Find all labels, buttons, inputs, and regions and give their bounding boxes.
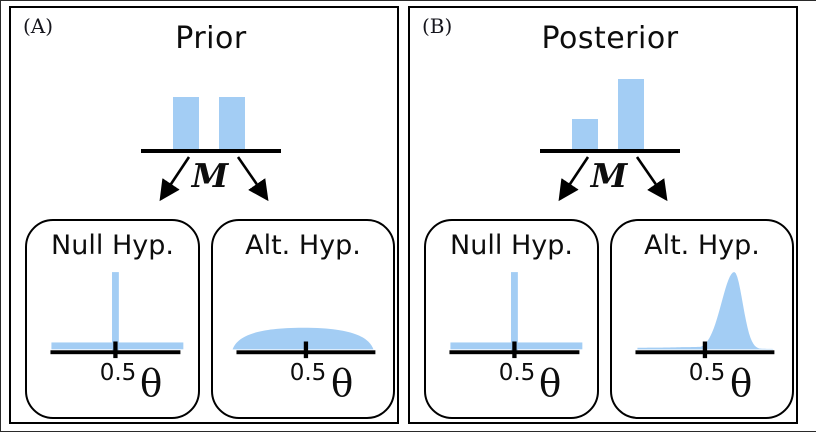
theta-axis-label: θ (730, 362, 753, 405)
x-axis-tick (113, 341, 118, 359)
null-hypothesis-box: Null Hyp. 0.5 θ (25, 219, 200, 419)
model-symbol: M (191, 156, 229, 195)
alt-hypothesis-box: Alt. Hyp. 0.5 θ (610, 219, 794, 419)
alt-hypothesis-title: Alt. Hyp. (245, 230, 361, 261)
arrow-to-alt-hyp (236, 156, 269, 202)
x-axis-tick (512, 341, 517, 359)
x-tick-label: 0.5 (99, 360, 137, 386)
null-model-bar (173, 97, 199, 149)
panel-corner-label: (A) (23, 14, 54, 38)
alt-hypothesis-box: Alt. Hyp. 0.5 θ (211, 219, 395, 419)
point-mass-spike (511, 272, 518, 351)
alt-model-bar (219, 97, 245, 149)
null-hypothesis-title: Null Hyp. (450, 230, 573, 261)
panel-title: Prior (175, 21, 247, 56)
model-probability-bars (540, 8, 678, 149)
panel-prior: (A) Prior M Null Hyp. 0.5 θ Alt. Hyp. (9, 6, 399, 424)
alt-hypothesis-title: Alt. Hyp. (644, 230, 760, 261)
model-probability-bars (141, 8, 279, 149)
theta-distribution-plot (50, 272, 184, 359)
model-to-hypothesis-arrows (558, 156, 668, 202)
x-tick-label: 0.5 (289, 360, 327, 386)
model-baseline (540, 149, 680, 153)
theta-axis-label: θ (539, 362, 562, 405)
flat-prior-density (232, 327, 374, 350)
theta-distribution-plot (232, 327, 376, 359)
panel-title: Posterior (541, 21, 679, 56)
posterior-density (637, 272, 774, 350)
arrow-to-null-hyp (159, 156, 191, 202)
theta-axis-label: θ (140, 362, 163, 405)
x-tick-label: 0.5 (688, 360, 726, 386)
null-hypothesis-box: Null Hyp. 0.5 θ (424, 219, 599, 419)
model-baseline (141, 149, 281, 153)
model-symbol: M (590, 156, 628, 195)
theta-distribution-plot (449, 272, 583, 359)
arrow-to-alt-hyp (635, 156, 668, 202)
panel-posterior: (B) Posterior M Null Hyp. 0.5 θ Alt. Hyp… (408, 6, 798, 424)
x-axis-tick (702, 341, 708, 359)
null-hypothesis-title: Null Hyp. (51, 230, 174, 261)
panel-corner-label: (B) (422, 14, 453, 38)
point-mass-spike (112, 272, 119, 351)
x-tick-label: 0.5 (498, 360, 536, 386)
theta-distribution-plot (635, 272, 775, 359)
model-to-hypothesis-arrows (159, 156, 269, 202)
arrow-to-null-hyp (558, 156, 590, 202)
alt-model-bar (618, 79, 644, 149)
theta-axis-label: θ (331, 362, 354, 405)
x-axis-tick (303, 341, 309, 359)
null-model-bar (572, 119, 598, 149)
